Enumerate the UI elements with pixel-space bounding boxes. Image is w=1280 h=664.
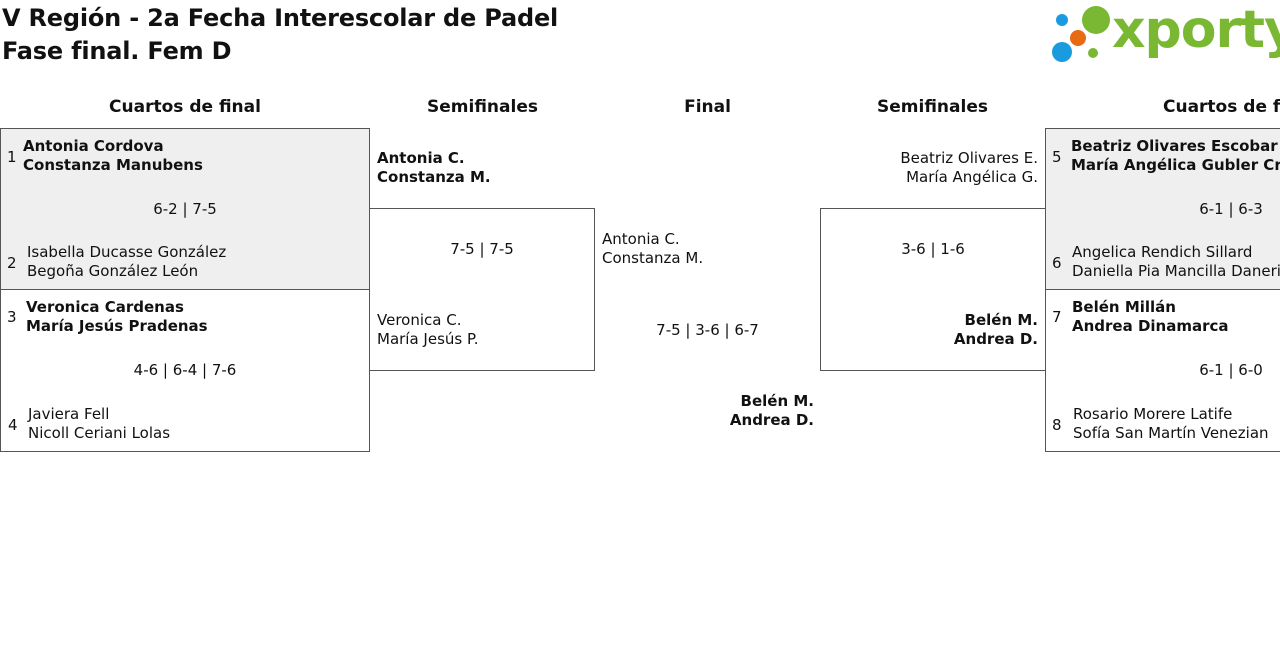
player-name: Antonia C.	[377, 149, 465, 167]
player-name: Javiera Fell	[28, 405, 110, 423]
player-name: Angelica Rendich Sillard	[1072, 243, 1253, 261]
team-b-names: Isabella Ducasse González Begoña Gonzále…	[27, 243, 226, 281]
player-name: Veronica Cardenas	[26, 298, 184, 316]
left-semi-score: 7-5 | 7-5	[450, 240, 514, 258]
xporty-logo[interactable]: xporty	[1050, 0, 1280, 68]
team-a-names: Belén Millán Andrea Dinamarca	[1072, 298, 1229, 336]
team-b-names: Angelica Rendich Sillard Daniella Pia Ma…	[1072, 243, 1280, 281]
player-name: Antonia C.	[602, 230, 680, 248]
right-semi-score: 3-6 | 1-6	[901, 240, 965, 258]
logo-dot-orange	[1070, 30, 1086, 46]
player-name: María Angélica Gubler Cruz	[1071, 156, 1280, 174]
team-a-names: Antonia Cordova Constanza Manubens	[23, 137, 203, 175]
col-head-left-semis: Semifinales	[427, 97, 538, 117]
final-score: 7-5 | 3-6 | 6-7	[656, 321, 759, 339]
match-score: 6-1 | 6-3	[1199, 200, 1263, 218]
player-name: Constanza Manubens	[23, 156, 203, 174]
player-name: María Jesús Pradenas	[26, 317, 208, 335]
player-name: Veronica C.	[377, 311, 462, 329]
player-name: Rosario Morere Latife	[1073, 405, 1233, 423]
player-name: Andrea D.	[953, 330, 1038, 348]
right-semi-team-b: Belén M. Andrea D.	[830, 311, 1038, 349]
player-name: Belén Millán	[1072, 298, 1176, 316]
seed-number: 1	[7, 148, 17, 166]
logo-wordmark: xporty	[1112, 0, 1280, 60]
right-quarter-match-2[interactable]: 7 Belén Millán Andrea Dinamarca 6-1 | 6-…	[1045, 289, 1280, 452]
left-quarter-match-2[interactable]: 3 Veronica Cardenas María Jesús Pradenas…	[0, 289, 370, 452]
match-score: 4-6 | 6-4 | 7-6	[133, 361, 237, 379]
bracket-line	[820, 208, 1046, 209]
player-name: Begoña González León	[27, 262, 199, 280]
team-b-names: Rosario Morere Latife Sofía San Martín V…	[1073, 405, 1269, 443]
bracket-line	[369, 370, 595, 371]
logo-dot-green	[1082, 6, 1110, 34]
bracket-line	[820, 370, 1046, 371]
player-name: Sofía San Martín Venezian	[1073, 424, 1269, 442]
logo-dot-green-small	[1088, 48, 1098, 58]
bracket-line	[820, 208, 821, 371]
final-team-b: Belén M. Andrea D.	[620, 392, 814, 430]
bracket-line	[369, 208, 595, 209]
col-head-right-semis: Semifinales	[877, 97, 988, 117]
player-name: Constanza M.	[377, 168, 491, 186]
col-head-left-quarters: Cuartos de final	[109, 97, 261, 117]
player-name: Andrea Dinamarca	[1072, 317, 1229, 335]
bracket-line	[594, 208, 595, 371]
seed-number: 7	[1052, 308, 1062, 326]
match-score: 6-1 | 6-0	[1199, 361, 1263, 379]
final-team-a: Antonia C. Constanza M.	[602, 230, 703, 268]
seed-number: 5	[1052, 148, 1062, 166]
player-name: Nicoll Ceriani Lolas	[28, 424, 171, 442]
player-name: Beatriz Olivares Escobar	[1071, 137, 1278, 155]
player-name: Belén M.	[964, 311, 1038, 329]
player-name: María Jesús P.	[377, 330, 479, 348]
seed-number: 4	[8, 416, 18, 434]
right-semi-team-a: Beatriz Olivares E. María Angélica G.	[830, 149, 1038, 187]
team-b-names: Javiera Fell Nicoll Ceriani Lolas	[28, 405, 170, 443]
right-quarter-match-1[interactable]: 5 Beatriz Olivares Escobar María Angélic…	[1045, 128, 1280, 290]
match-score: 6-2 | 7-5	[153, 200, 217, 218]
player-name: Isabella Ducasse González	[27, 243, 227, 261]
player-name: Andrea D.	[729, 411, 814, 429]
col-head-right-quarters: Cuartos de final	[1163, 97, 1280, 117]
player-name: Constanza M.	[602, 249, 704, 267]
title-line-2: Fase final. Fem D	[2, 37, 232, 65]
seed-number: 8	[1052, 416, 1062, 434]
team-a-names: Beatriz Olivares Escobar María Angélica …	[1071, 137, 1280, 175]
col-head-final: Final	[684, 97, 731, 117]
left-semi-team-a: Antonia C. Constanza M.	[377, 149, 491, 187]
seed-number: 3	[7, 308, 17, 326]
player-name: Daniella Pia Mancilla Daneri	[1072, 262, 1280, 280]
seed-number: 6	[1052, 254, 1062, 272]
title-line-1: V Región - 2a Fecha Interescolar de Pade…	[2, 4, 559, 32]
logo-dot-blue-small	[1056, 14, 1068, 26]
logo-dot-blue	[1052, 42, 1072, 62]
seed-number: 2	[7, 254, 17, 272]
player-name: Beatriz Olivares E.	[900, 149, 1038, 167]
left-semi-team-b: Veronica C. María Jesús P.	[377, 311, 478, 349]
player-name: Belén M.	[740, 392, 814, 410]
left-quarter-match-1[interactable]: 1 Antonia Cordova Constanza Manubens 6-2…	[0, 128, 370, 290]
player-name: María Angélica G.	[906, 168, 1038, 186]
team-a-names: Veronica Cardenas María Jesús Pradenas	[26, 298, 208, 336]
page-title: V Región - 2a Fecha Interescolar de Pade…	[2, 2, 558, 68]
player-name: Antonia Cordova	[23, 137, 164, 155]
